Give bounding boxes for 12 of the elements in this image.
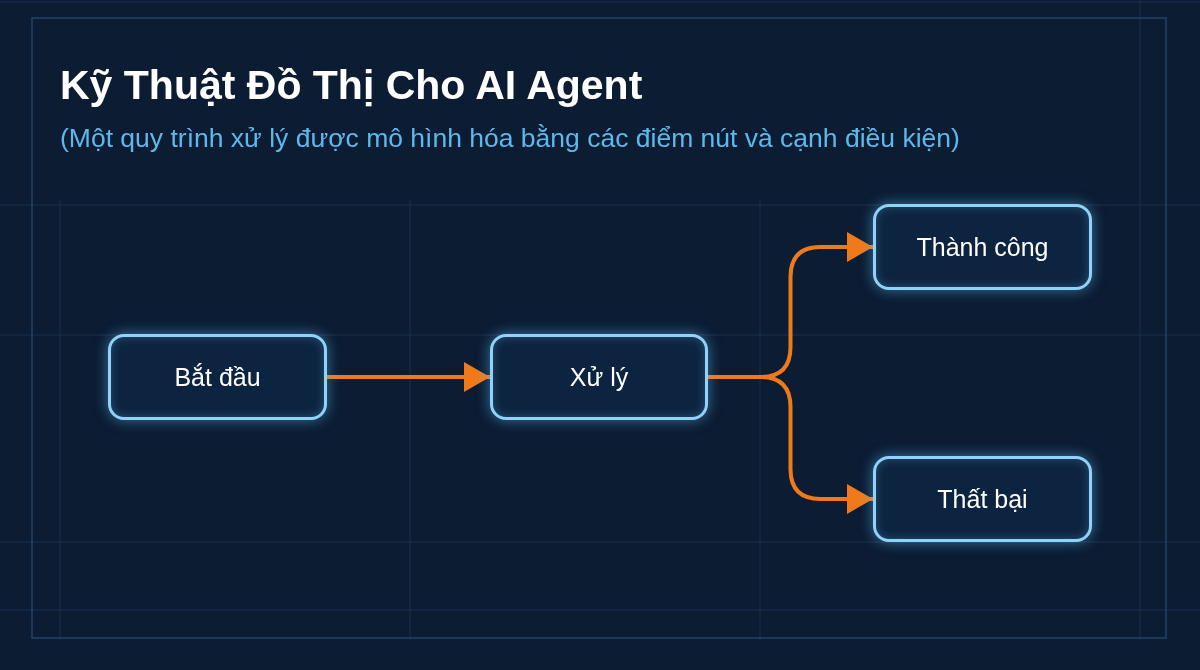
- process-box: [873, 456, 1092, 542]
- node-label: Bắt đầu: [174, 362, 261, 392]
- process-box: [873, 204, 1092, 290]
- process-box: [108, 334, 327, 420]
- title: Kỹ Thuật Đồ Thị Cho AI Agent: [60, 62, 643, 109]
- arrow: [327, 362, 490, 392]
- node-label: Xử lý: [569, 362, 629, 392]
- node-label: Thất bại: [937, 484, 1028, 514]
- process-box: [490, 334, 708, 420]
- subtitle: (Một quy trình xử lý được mô hình hóa bằng các điểm nút và cạnh điều kiện): [60, 123, 960, 154]
- arrow: [708, 375, 873, 514]
- node-label: Thành công: [916, 232, 1049, 262]
